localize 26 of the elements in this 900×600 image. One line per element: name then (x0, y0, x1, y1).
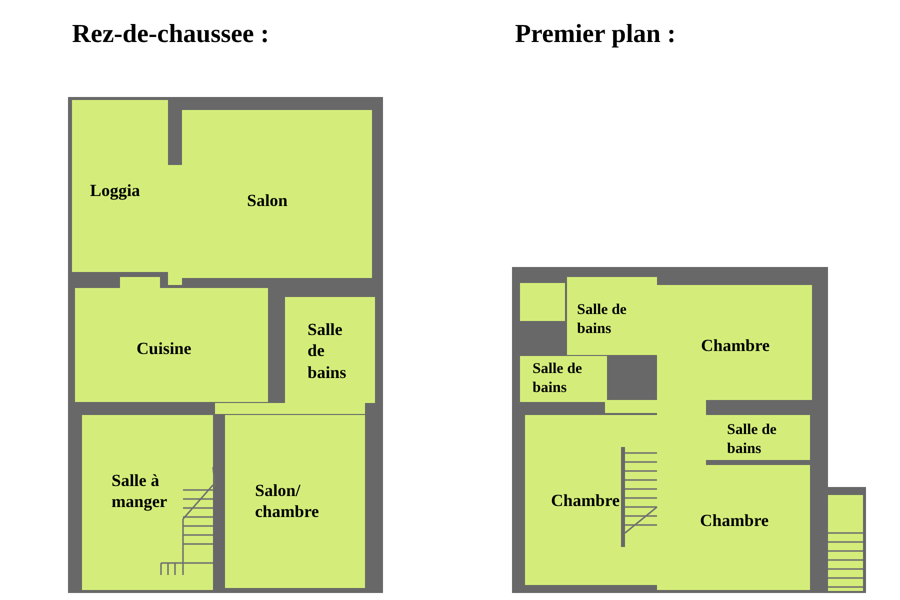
room-floor (75, 288, 268, 402)
room-label: Salle à manger (112, 470, 168, 512)
room-label: Chambre (701, 335, 771, 356)
plan-heading: Premier plan : (515, 20, 676, 49)
room-floor (525, 415, 657, 585)
room-floor (706, 415, 810, 460)
room-label: Loggia (90, 180, 142, 202)
room-label: Chambre (551, 490, 621, 512)
room-floor (225, 415, 365, 588)
room-label: Salle de bains (308, 319, 348, 383)
room-label: Salon (247, 190, 289, 212)
room-floor (520, 356, 607, 402)
room-floor (670, 285, 812, 400)
room-floor (567, 277, 657, 355)
room-floor (72, 100, 168, 272)
room-floor (670, 465, 810, 590)
room-label: Salle de bains (577, 301, 628, 338)
room-label: Salon/ chambre (255, 480, 320, 522)
room-label: Chambre (700, 510, 770, 532)
room-label: Salle de bains (727, 421, 778, 458)
room-floor (182, 110, 372, 278)
room-label: Salle de bains (532, 360, 584, 398)
room-label: Cuisine (136, 338, 192, 360)
plan-heading: Rez-de-chaussee : (72, 20, 270, 49)
room-floor (82, 415, 213, 590)
room-floor (285, 297, 375, 403)
